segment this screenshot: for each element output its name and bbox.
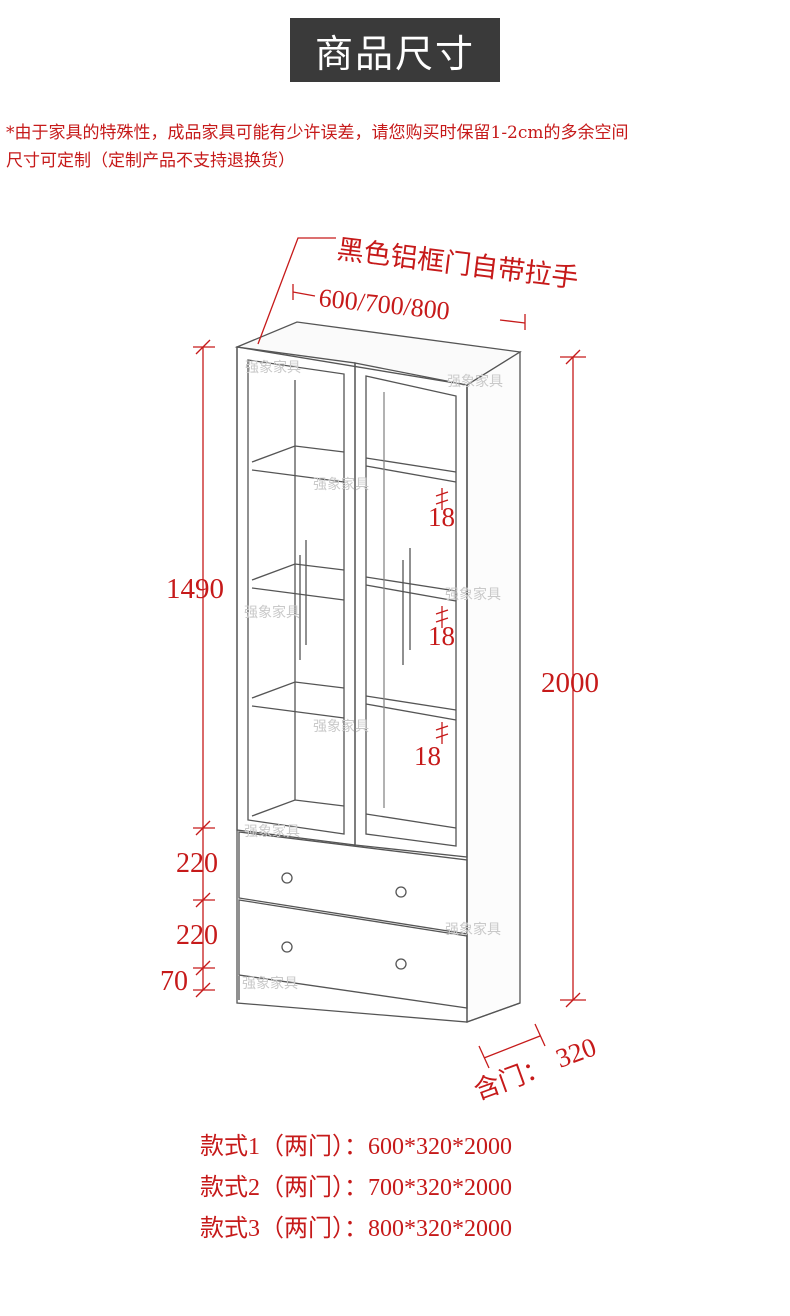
drawer-height-label: 220 (176, 920, 218, 951)
shelf-thickness-label: 18 (414, 741, 441, 771)
drawer-height-label: 220 (176, 848, 218, 879)
depth-note-label: 含门： (470, 1052, 553, 1106)
shelf-thickness-label: 18 (428, 621, 455, 651)
spec-line-2: 款式2（两门）：700*320*2000 (200, 1175, 512, 1201)
callout-label: 黑色铝框门自带拉手 (335, 234, 580, 293)
watermark: 强象家具 (244, 823, 300, 840)
watermark: 强象家具 (313, 718, 369, 735)
watermarks: 强象家具 强象家具 强象家具 强象家具 强象家具 强象家具 强象家具 强象家具 … (242, 359, 503, 992)
base-height-label: 70 (160, 966, 188, 997)
width-label: 600/700/800 (317, 283, 451, 326)
page-title: 商品尺寸 (290, 18, 500, 82)
watermark: 强象家具 (245, 359, 301, 376)
spec-line-3: 款式3（两门）：800*320*2000 (200, 1216, 512, 1242)
notice-line-2: 尺寸可定制（定制产品不支持退换货） (6, 151, 295, 171)
door-height-label: 1490 (166, 573, 224, 605)
watermark: 强象家具 (244, 604, 300, 621)
shelf-thickness-label: 18 (428, 502, 455, 532)
depth-label: 320 (552, 1032, 600, 1074)
watermark: 强象家具 (447, 373, 503, 390)
watermark: 强象家具 (242, 975, 298, 992)
total-height-label: 2000 (541, 667, 599, 699)
cabinet-drawing (234, 321, 522, 1023)
spec-line-1: 款式1（两门）：600*320*2000 (200, 1134, 512, 1160)
notice-line-1: *由于家具的特殊性，成品家具可能有少许误差，请您购买时保留1-2cm的多余空间 (6, 123, 629, 143)
dimension-lines (193, 237, 586, 1069)
watermark: 强象家具 (313, 476, 369, 493)
watermark: 强象家具 (445, 921, 501, 938)
watermark: 强象家具 (445, 586, 501, 603)
